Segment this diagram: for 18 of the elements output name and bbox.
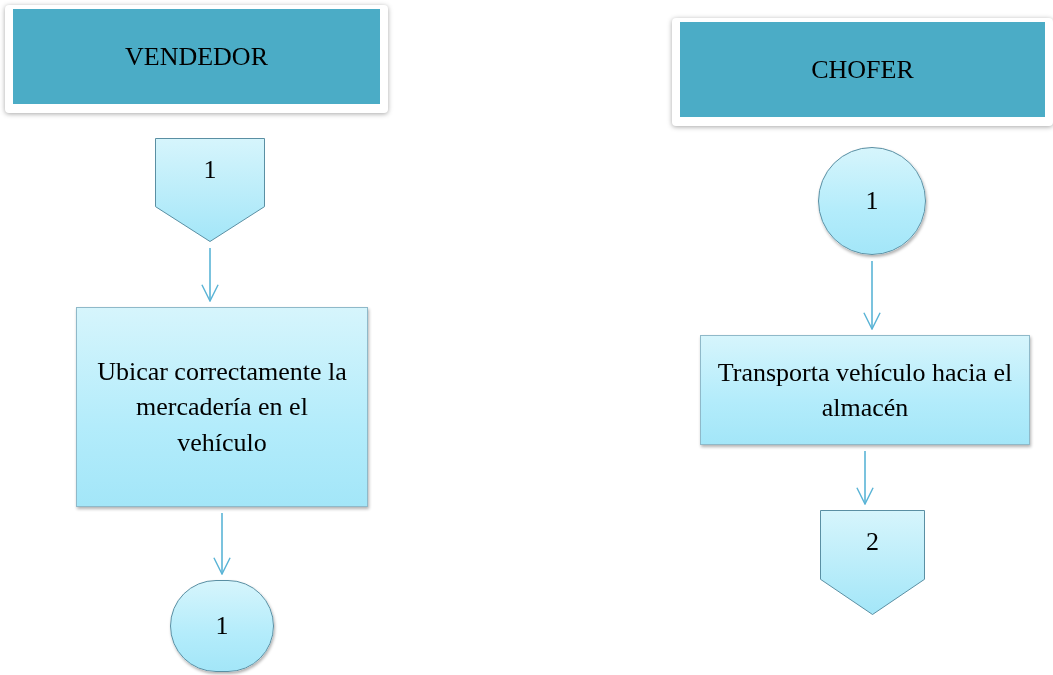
header-card (672, 18, 1053, 126)
node-text: Ubicar correctamente la mercadería en el vehículo (96, 356, 348, 459)
process-box (700, 335, 1030, 445)
arrow (863, 260, 881, 330)
node-text: Transporta vehículo hacia el almacén (716, 356, 1014, 424)
off-page-connector (155, 138, 265, 242)
header-card (5, 5, 388, 113)
node-text: 1 (203, 154, 217, 186)
arrow (856, 450, 874, 505)
arrow (213, 512, 231, 575)
node-text: CHOFER (811, 53, 914, 86)
node-text: 2 (866, 526, 879, 558)
node-text: 1 (215, 610, 229, 643)
node-text: VENDEDOR (125, 40, 268, 73)
off-page-connector (820, 510, 925, 615)
process-box (76, 307, 368, 507)
node-text: 1 (865, 185, 879, 218)
arrow (201, 247, 219, 302)
